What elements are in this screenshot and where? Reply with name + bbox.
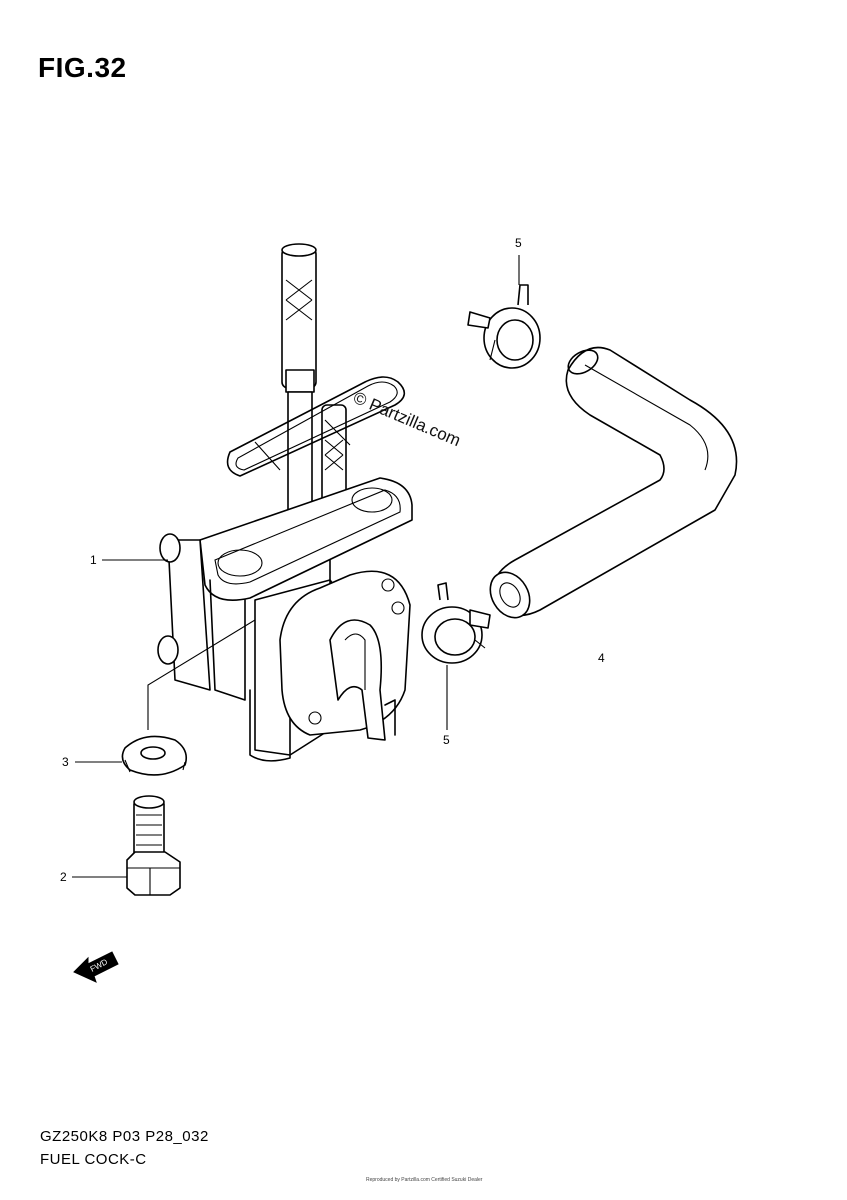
diagram-code: GZ250K8 P03 P28_032	[40, 1128, 209, 1145]
fuel-cock-assembly[interactable]	[157, 243, 413, 762]
cock-mounting-flange	[157, 477, 413, 701]
callout-4: 4	[598, 651, 605, 665]
callout-3: 3	[62, 755, 69, 769]
washer[interactable]	[121, 735, 188, 776]
reproduction-note: Reproduced by Partzilla.com Certified Su…	[366, 1177, 483, 1183]
callout-1: 1	[90, 553, 97, 567]
fuel-hose[interactable]	[482, 345, 738, 624]
figure-title: FIG.32	[38, 52, 127, 83]
fwd-arrow-icon: FWD	[73, 951, 119, 983]
hose-clamp-lower[interactable]	[421, 582, 491, 664]
hose-clamp-upper[interactable]	[467, 284, 541, 369]
mounting-bolt[interactable]	[126, 795, 181, 896]
diagram-name: FUEL COCK-C	[40, 1151, 147, 1168]
valve-body	[249, 559, 411, 762]
callout-5-lower: 5	[443, 733, 450, 747]
o-ring-gasket	[226, 376, 406, 477]
callout-2: 2	[60, 870, 67, 884]
leader-lines	[72, 255, 520, 878]
callout-5-upper: 5	[515, 236, 522, 250]
fuel-strainer-tube	[281, 243, 317, 543]
